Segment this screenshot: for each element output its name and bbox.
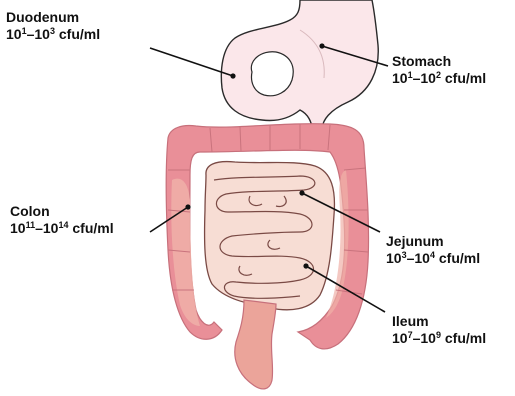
duodenal-loop-hole [251, 52, 293, 96]
duodenum-leader-dot [230, 73, 235, 78]
duodenum-label: Duodenum 101–103 cfu/ml [6, 9, 100, 43]
colon-name: Colon [10, 203, 114, 220]
ileum-bacterial-count: 107–109 cfu/ml [392, 330, 486, 347]
stomach-leader-dot [319, 43, 324, 48]
jejunum-bacterial-count: 103–104 cfu/ml [386, 250, 480, 267]
stomach-organ [221, 0, 378, 130]
ileum-name: Ileum [392, 313, 486, 330]
duodenum-name: Duodenum [6, 9, 100, 26]
stomach-bacterial-count: 101–102 cfu/ml [392, 70, 486, 87]
jejunum-label: Jejunum 103–104 cfu/ml [386, 233, 480, 267]
stomach-name: Stomach [392, 53, 486, 70]
stomach-body [221, 0, 378, 130]
rectum-organ [235, 300, 276, 389]
duodenum-leader-line [150, 48, 233, 76]
ileum-leader-dot [303, 263, 308, 268]
small-intestine-organ [205, 162, 335, 310]
jejunum-name: Jejunum [386, 233, 480, 250]
colon-bacterial-count: 1011–1014 cfu/ml [10, 220, 114, 237]
jejunum-leader-dot [299, 190, 304, 195]
ileum-label: Ileum 107–109 cfu/ml [392, 313, 486, 347]
colon-leader-dot [185, 204, 190, 209]
duodenum-bacterial-count: 101–103 cfu/ml [6, 26, 100, 43]
stomach-label: Stomach 101–102 cfu/ml [392, 53, 486, 87]
colon-label: Colon 1011–1014 cfu/ml [10, 203, 114, 237]
